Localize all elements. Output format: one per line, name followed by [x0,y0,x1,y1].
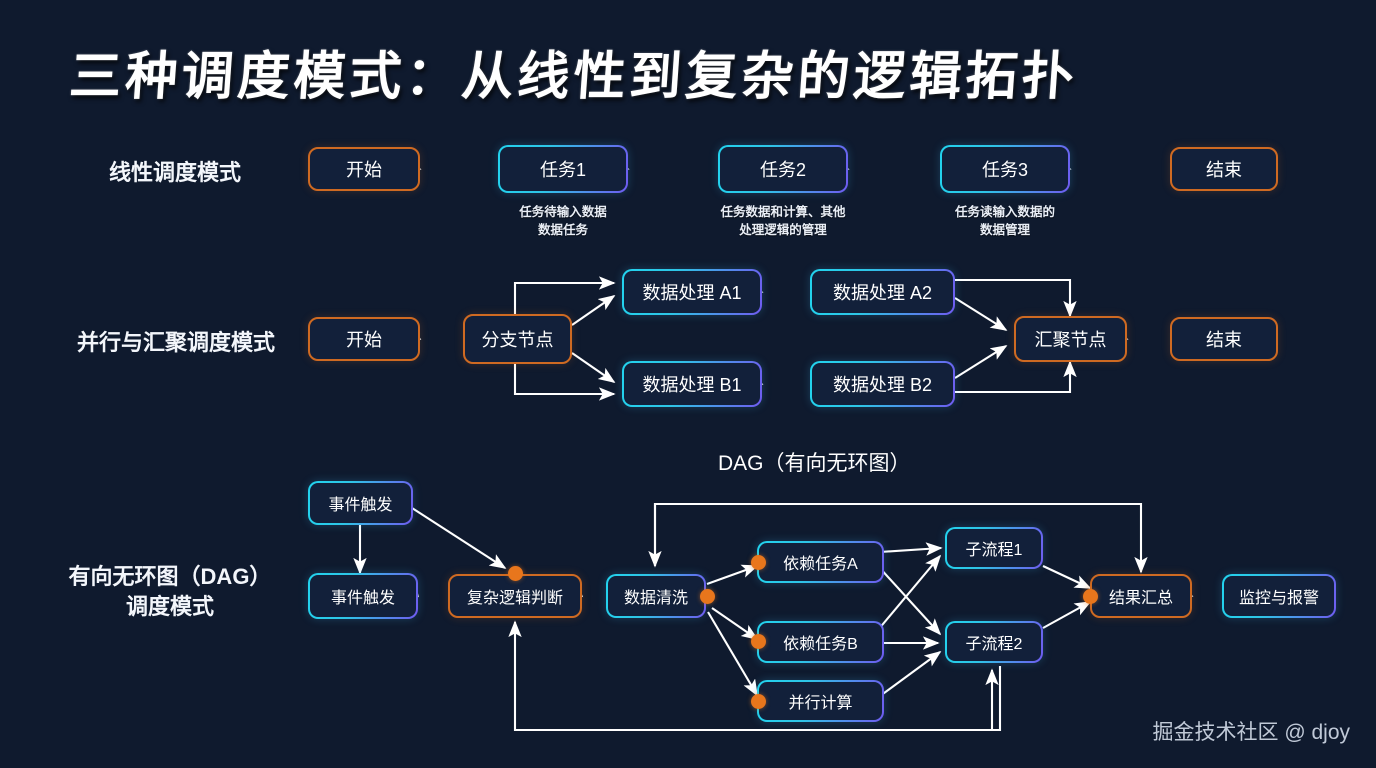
node-monitor-alert[interactable]: 监控与报警 [1222,574,1336,618]
node-subflow-1[interactable]: 子流程1 [945,527,1043,569]
node-dep-task-b[interactable]: 依赖任务B [757,621,884,663]
row-label-parallel: 并行与汇聚调度模式 [76,330,275,355]
row-label-dag: 有向无环图（DAG） 调度模式 [50,562,290,621]
page-title: 三种调度模式：从线性到复杂的逻辑拓扑 [67,46,1080,107]
watermark: 掘金技术社区 @ djoy [1152,721,1350,744]
node-result-summary[interactable]: 结果汇总 [1090,574,1192,618]
node-data-clean[interactable]: 数据清洗 [606,574,706,618]
row-label-dag-line1: 有向无环图（DAG） [68,564,272,589]
node-event-trigger-bottom[interactable]: 事件触发 [308,573,418,619]
node-process-b1[interactable]: 数据处理 B1 [622,361,762,407]
caption-task2-line1: 任务数据和计算、其他 [720,205,846,219]
node-branch[interactable]: 分支节点 [463,314,572,364]
node-subflow-2[interactable]: 子流程2 [945,621,1043,663]
node-linear-start[interactable]: 开始 [308,147,420,191]
caption-task2: 任务数据和计算、其他 处理逻辑的管理 [688,203,878,239]
row-label-dag-line2: 调度模式 [125,593,214,619]
caption-task1-line1: 任务待输入数据 [519,205,607,219]
join-dot-dep-task-b [751,634,766,649]
dag-section-title: DAG（有向无环图） [718,452,911,475]
node-event-trigger-top[interactable]: 事件触发 [308,481,413,525]
join-dot-result-summary [1083,589,1098,604]
caption-task3: 任务读输入数据的 数据管理 [920,203,1090,239]
node-linear-task1[interactable]: 任务1 [498,145,628,193]
caption-task3-line1: 任务读输入数据的 [954,205,1055,219]
node-aggregate[interactable]: 汇聚节点 [1014,316,1127,362]
join-dot-parallel-compute [751,694,766,709]
node-complex-logic[interactable]: 复杂逻辑判断 [448,574,582,618]
node-process-b2[interactable]: 数据处理 B2 [810,361,955,407]
node-linear-end[interactable]: 结束 [1170,147,1278,191]
node-dep-task-a[interactable]: 依赖任务A [757,541,884,583]
caption-task1-line2: 数据任务 [537,223,588,238]
row-label-linear: 线性调度模式 [108,160,241,185]
node-linear-task3[interactable]: 任务3 [940,145,1070,193]
node-parallel-start[interactable]: 开始 [308,317,420,361]
node-parallel-end[interactable]: 结束 [1170,317,1278,361]
join-dot-dep-task-a [751,555,766,570]
node-process-a1[interactable]: 数据处理 A1 [622,269,762,315]
caption-task2-line2: 处理逻辑的管理 [739,223,827,238]
node-process-a2[interactable]: 数据处理 A2 [810,269,955,315]
join-dot-data-clean [700,589,715,604]
node-linear-task2[interactable]: 任务2 [718,145,848,193]
caption-task3-line2: 数据管理 [979,223,1030,238]
node-parallel-compute[interactable]: 并行计算 [757,680,884,722]
caption-task1: 任务待输入数据 数据任务 [483,203,643,239]
join-dot-complex-logic [508,566,523,581]
